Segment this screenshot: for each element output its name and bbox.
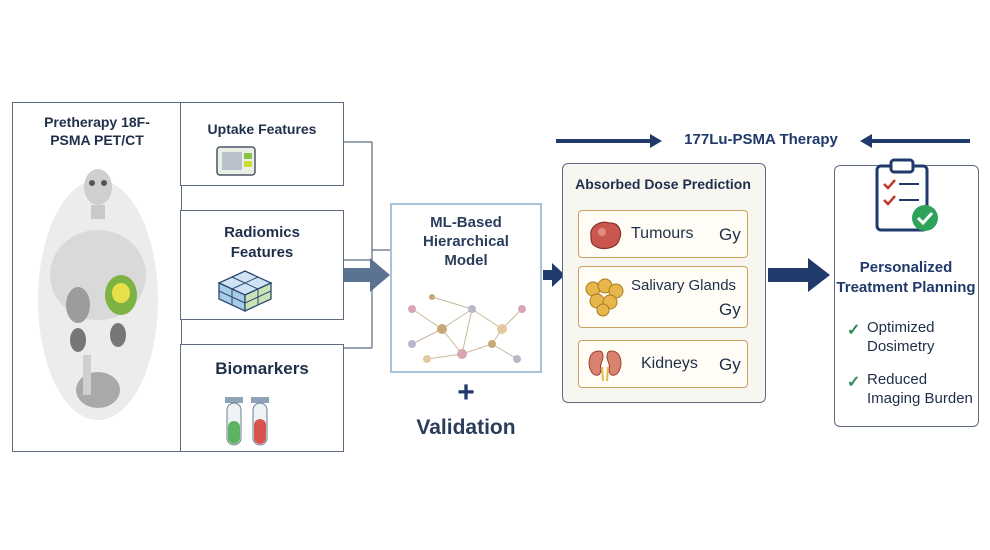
ml-model-title: ML-Based Hierarchical Model <box>423 214 509 269</box>
salivary-gland-icon <box>585 278 624 317</box>
dose-label-tumours: Tumours <box>631 225 694 242</box>
uptake-features-label: Uptake Features <box>207 121 317 137</box>
validation-label: Validation <box>416 416 516 439</box>
dose-label-kidneys: Kidneys <box>641 355 698 372</box>
radiomics-features-box: Radiomics Features <box>180 210 344 320</box>
test-tubes-icon <box>225 397 269 446</box>
arrow-to-model <box>344 258 390 292</box>
arrow-to-planning <box>768 258 830 292</box>
network-graph-icon <box>408 294 526 363</box>
kidney-icon <box>588 350 622 382</box>
check-icon: ✓ <box>847 322 861 339</box>
dose-unit-kidneys: Gy <box>719 355 741 374</box>
uptake-features-box: Uptake Features <box>180 102 344 186</box>
dose-item-tumours: Tumours Gy <box>578 210 748 258</box>
pet-ct-title: Pretherapy 18F- PSMA PET/CT <box>44 114 150 148</box>
validation-plus-icon: + <box>457 376 475 409</box>
banner-arrowhead-left <box>650 134 662 148</box>
pet-ct-panel: Pretherapy 18F- PSMA PET/CT <box>12 102 182 452</box>
monitor-icon <box>216 146 256 176</box>
benefit-text-optimized: Optimized Dosimetry <box>867 319 935 355</box>
biomarkers-box: Biomarkers <box>180 344 344 452</box>
dose-label-salivary-glands: Salivary Glands <box>631 277 737 294</box>
feature-bracket <box>344 141 390 349</box>
tumour-icon <box>590 221 622 250</box>
banner-arrowhead-right <box>860 134 872 148</box>
benefit-text-reduced: Reduced Imaging Burden <box>867 371 973 407</box>
dose-item-salivary-glands: Salivary Glands Gy <box>578 266 748 328</box>
planning-title: Personalized Treatment Planning <box>836 259 976 296</box>
dose-unit-tumours: Gy <box>719 225 741 244</box>
biomarkers-label: Biomarkers <box>215 359 309 378</box>
pet-scan-image <box>38 169 158 420</box>
therapy-banner: 177Lu-PSMA Therapy <box>684 131 838 148</box>
clipboard-icon <box>875 158 938 232</box>
dose-item-kidneys: Kidneys Gy <box>578 340 748 388</box>
treatment-planning-panel: Personalized Treatment Planning ✓ Optimi… <box>834 158 979 427</box>
ml-model-box: ML-Based Hierarchical Model <box>390 203 542 373</box>
dose-panel-title: Absorbed Dose Prediction <box>575 176 751 192</box>
arrow-to-dose <box>543 263 565 287</box>
check-icon: ✓ <box>847 374 861 391</box>
cube-grid-icon <box>217 270 273 313</box>
dose-unit-salivary-glands: Gy <box>719 300 741 319</box>
radiomics-features-label: Radiomics Features <box>224 224 300 261</box>
